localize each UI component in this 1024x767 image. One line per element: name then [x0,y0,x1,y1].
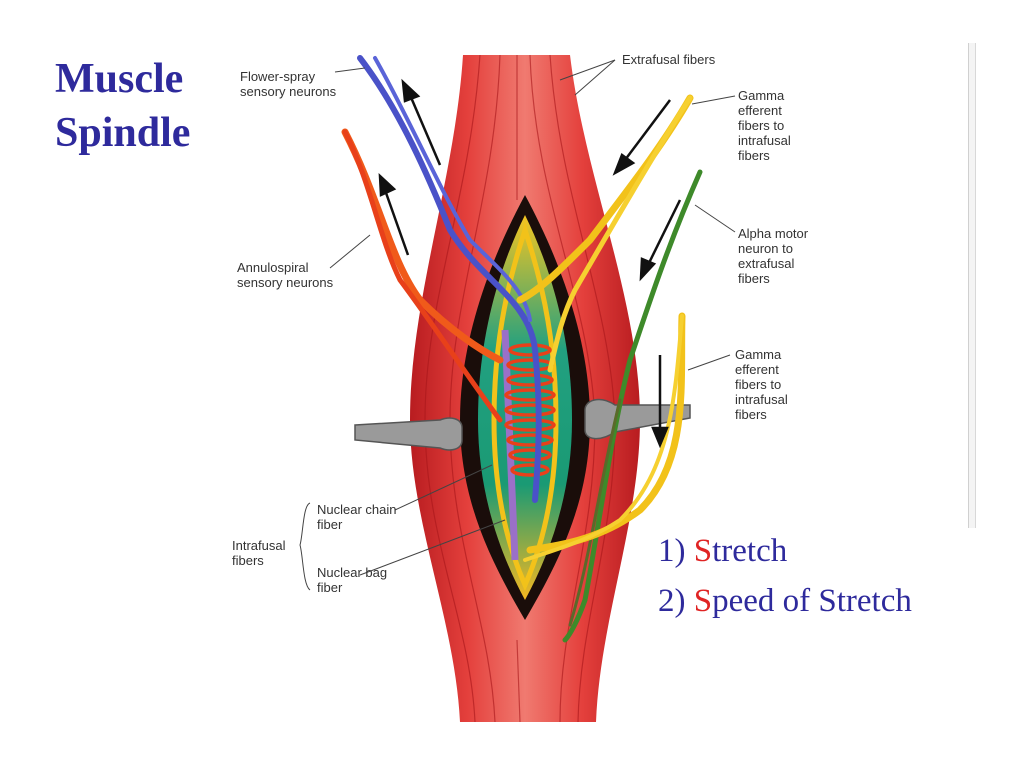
list-item-1-highlight: S [694,533,712,569]
list-item-1-number: 1) [658,533,694,569]
title-line-2: Spindle [55,106,190,160]
label-intrafusal: Intrafusal fibers [232,538,285,568]
list-item-2-text: peed of Stretch [712,583,912,619]
list-item-1: 1) Stretch [658,533,787,570]
list-item-2-highlight: S [694,583,712,619]
label-annulospiral: Annulospiral sensory neurons [237,260,333,290]
label-gamma-top: Gamma efferent fibers to intrafusal fibe… [738,88,791,163]
label-flower-spray: Flower-spray sensory neurons [240,69,336,99]
label-nuclear-chain: Nuclear chain fiber [317,502,397,532]
title-line-1: Muscle [55,52,190,106]
list-item-1-text: tretch [712,533,787,569]
list-item-2-number: 2) [658,583,694,619]
left-clamp [355,418,462,450]
label-extrafusal: Extrafusal fibers [622,52,715,67]
list-item-2: 2) Speed of Stretch [658,583,912,620]
label-nuclear-bag: Nuclear bag fiber [317,565,387,595]
slide-title: Muscle Spindle [55,52,190,160]
label-alpha: Alpha motor neuron to extrafusal fibers [738,226,808,286]
label-gamma-bottom: Gamma efferent fibers to intrafusal fibe… [735,347,788,422]
